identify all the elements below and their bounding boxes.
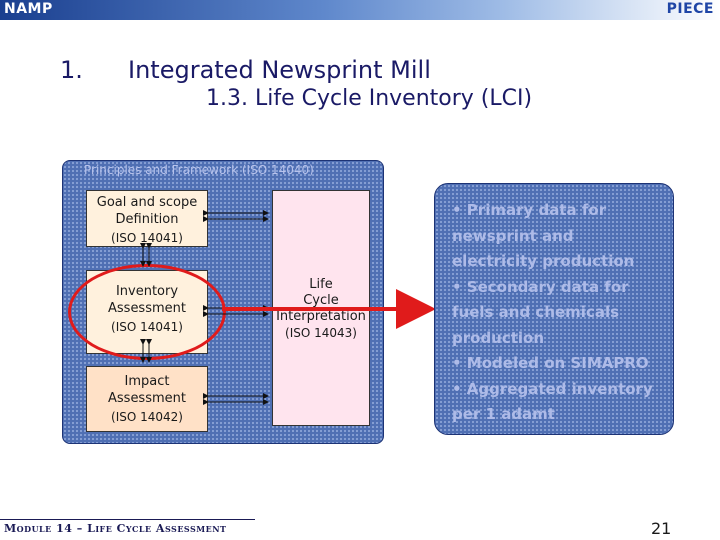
- note-line: • Modeled on SIMAPRO: [452, 354, 649, 372]
- note-line: • Primary data for: [452, 201, 607, 219]
- note-line: • Secondary data for: [452, 277, 629, 296]
- impact-assessment-box: Impact Assessment (ISO 14042): [86, 366, 208, 432]
- header-bar: NAMP PIECE: [0, 0, 720, 20]
- note-line: fuels and chemicals: [452, 303, 620, 321]
- namp-logo-text: NAMP: [4, 1, 53, 17]
- page-title: Integrated Newsprint Mill: [128, 56, 431, 84]
- note-line: production: [452, 328, 545, 347]
- goal-scope-label: Goal and scope Definition: [96, 195, 198, 227]
- note-line: • Aggregated inventory: [452, 379, 653, 398]
- goal-scope-standard: (ISO 14041): [111, 231, 183, 245]
- framework-title: Principles and Framework (ISO 14040): [84, 163, 314, 177]
- goal-scope-box: Goal and scope Definition (ISO 14041): [86, 190, 208, 247]
- note-line: newsprint and: [452, 226, 574, 245]
- notes-panel: [434, 183, 674, 435]
- interpretation-line2: Cycle: [303, 293, 339, 308]
- interpretation-standard: (ISO 14043): [285, 326, 357, 340]
- interpretation-line1: Life: [309, 277, 333, 292]
- note-line: per 1 adamt: [452, 405, 555, 423]
- footer-module: Module 14 – Life Cycle Assessment: [4, 522, 227, 535]
- page-subtitle: 1.3. Life Cycle Inventory (LCI): [206, 86, 533, 111]
- note-line: electricity production: [452, 252, 635, 270]
- page-number: 21: [651, 519, 672, 538]
- piece-logo-text: PIECE: [666, 1, 714, 17]
- footer-divider: [0, 519, 255, 520]
- impact-assessment-standard: (ISO 14042): [111, 410, 183, 424]
- section-number: 1.: [60, 56, 83, 84]
- notes-text: • Primary data for newsprint and electri…: [452, 198, 672, 428]
- impact-assessment-label: Impact Assessment: [108, 374, 186, 406]
- interpretation-line3: Interpretation: [276, 309, 366, 324]
